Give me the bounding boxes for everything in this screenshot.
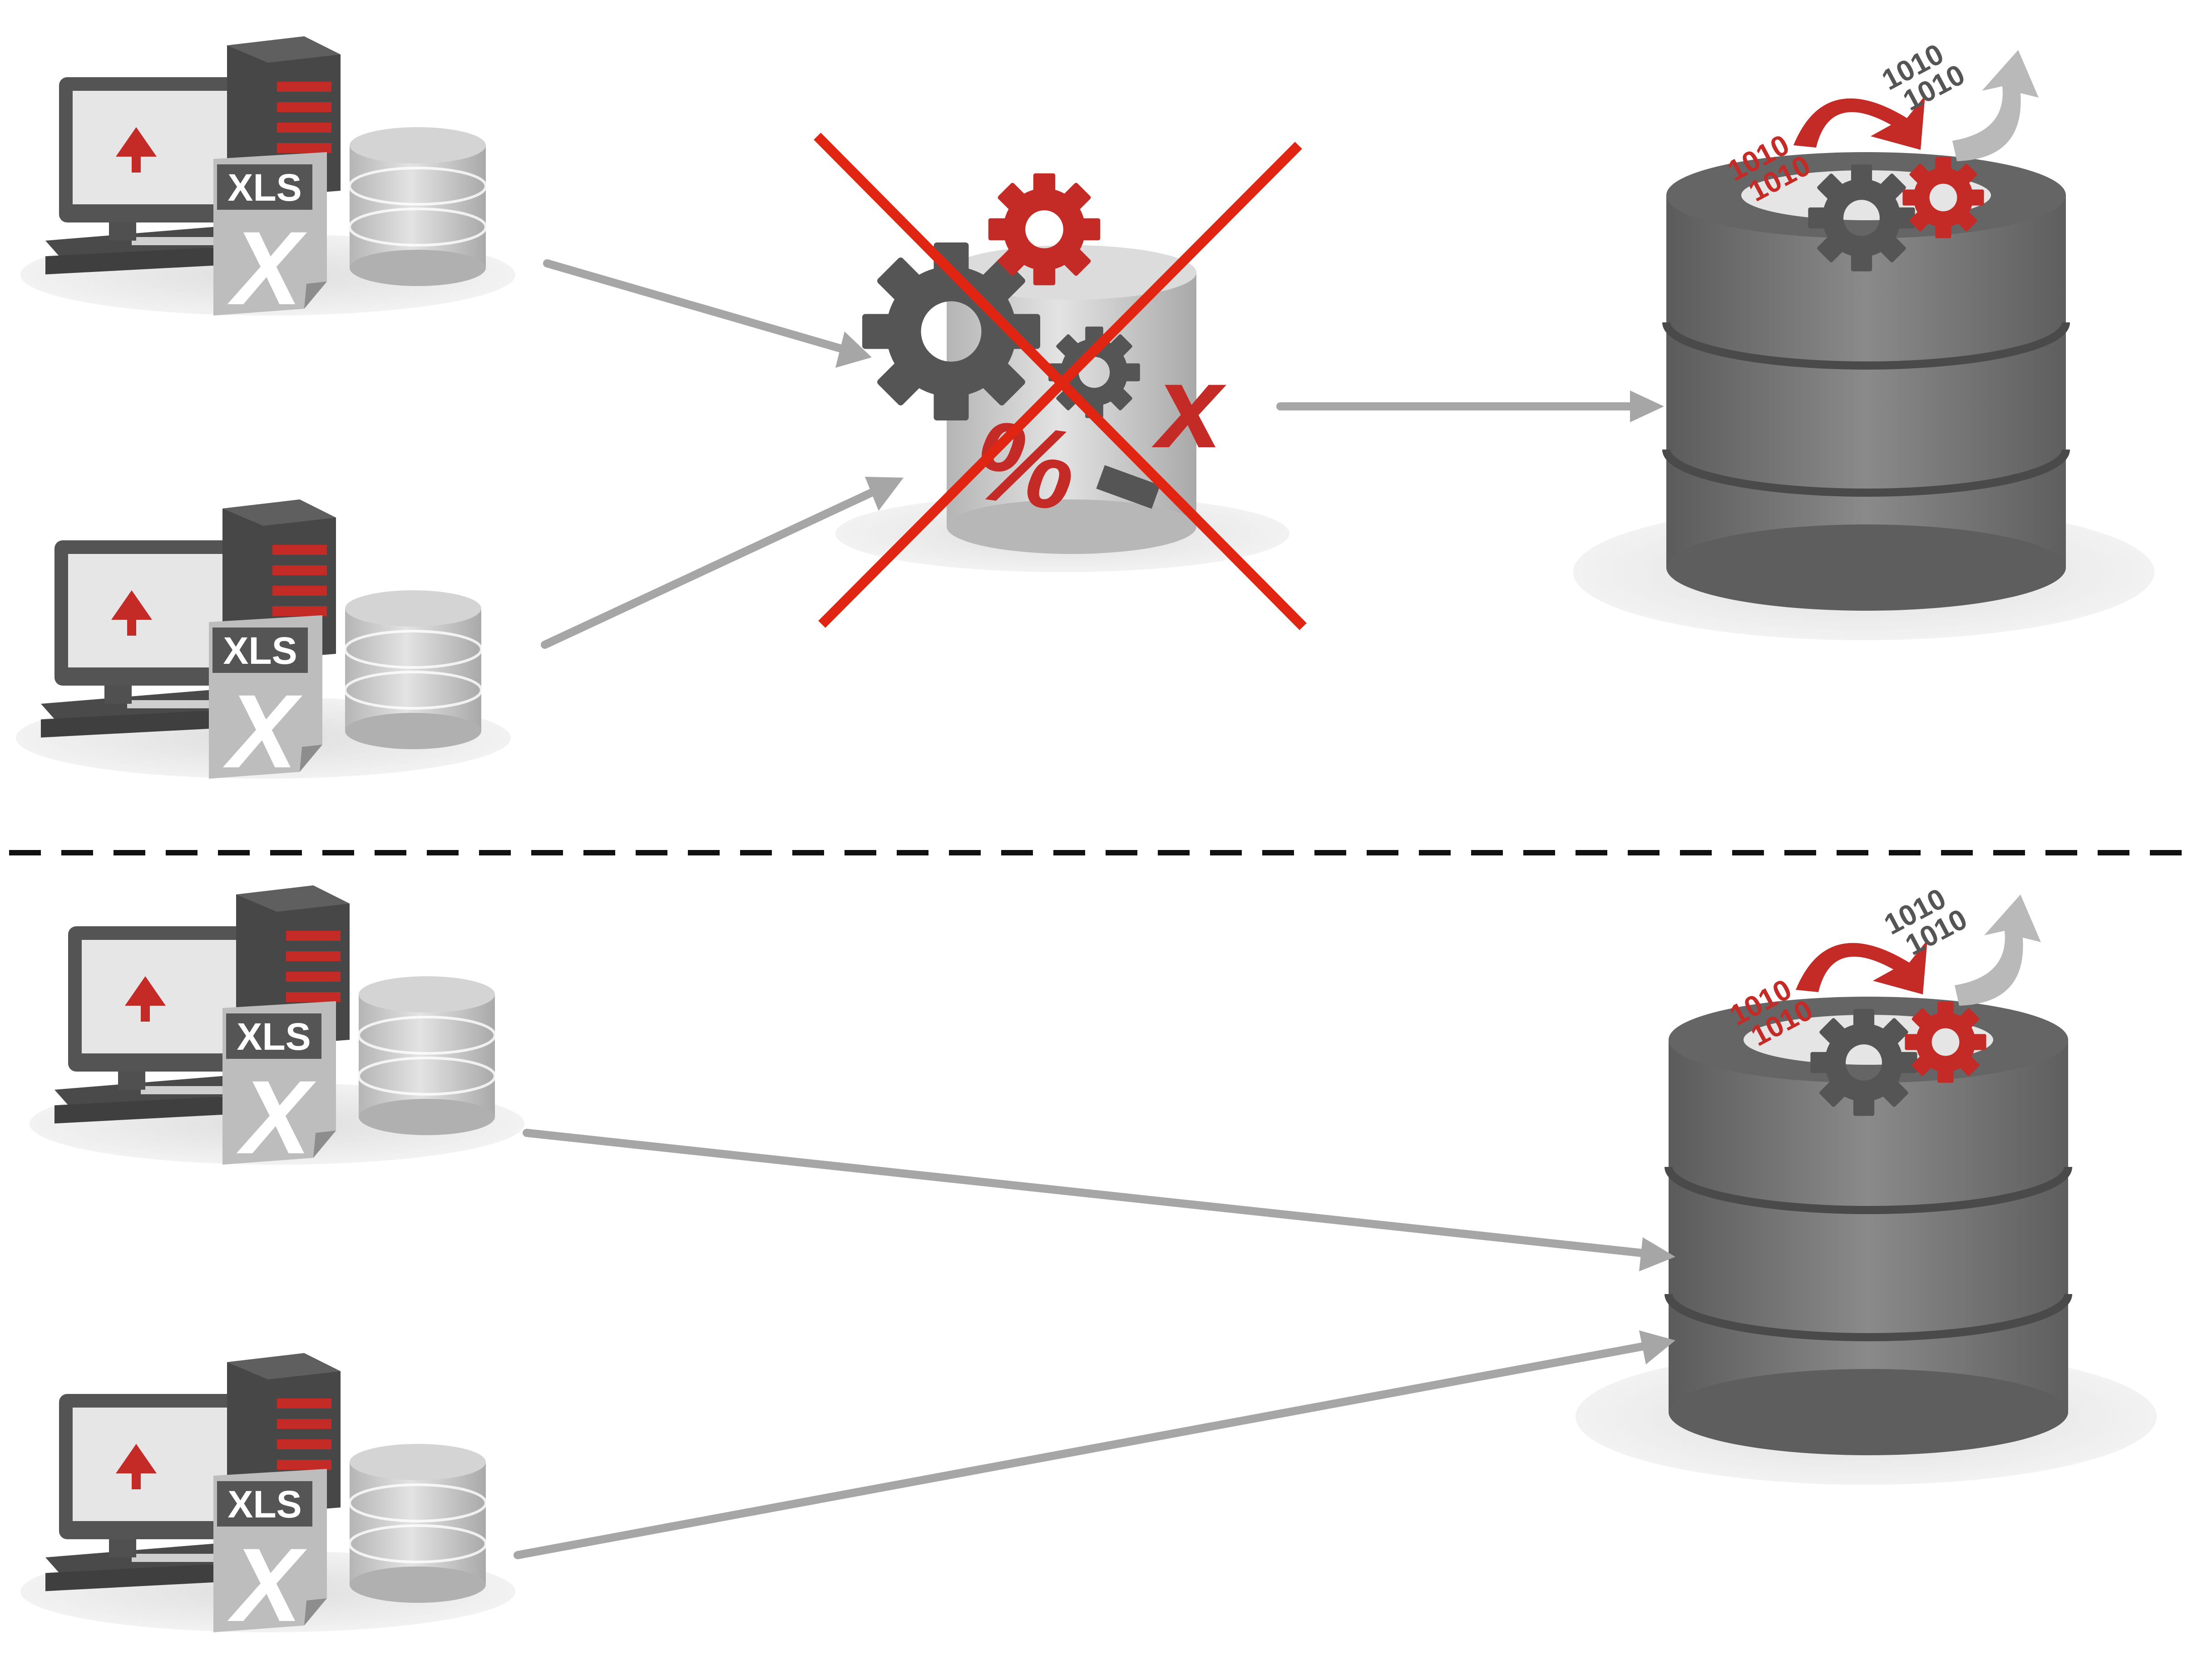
arrowhead (1639, 1237, 1675, 1271)
arrowhead (865, 477, 904, 511)
source-system-top-1 (20, 36, 515, 326)
gray-curved-arrow-icon (1952, 50, 2039, 161)
arrowhead (835, 331, 872, 368)
gray-curved-arrow-icon (1955, 894, 2041, 1006)
data-flow-arrows-top (541, 259, 1664, 649)
source-system-bottom-1 (30, 885, 524, 1176)
arrowhead (1630, 390, 1664, 422)
arrowhead (1639, 1330, 1675, 1364)
arrow-source1-to-staging (543, 259, 849, 354)
cross-out-mark (814, 133, 1307, 630)
arrow-source2-to-staging (541, 486, 880, 649)
target-database-top: 1010 1010 1010 1010 (1573, 37, 2154, 640)
red-curved-arrow-icon (1793, 95, 1925, 150)
staging-database: % x (835, 173, 1289, 572)
arrow-source3-to-target (523, 1129, 1648, 1257)
source-system-bottom-2 (20, 1353, 515, 1643)
red-curved-arrow-icon (1796, 940, 1927, 994)
target-database-bottom: 1010 1010 1010 1010 (1576, 882, 2157, 1485)
data-flow-arrows-bottom (514, 1129, 1675, 1559)
arrow-source4-to-target (514, 1342, 1648, 1559)
minus-symbol (1096, 465, 1161, 509)
source-system-top-2 (16, 499, 511, 790)
gear-icon (988, 173, 1101, 286)
multiply-symbol: x (1151, 341, 1227, 473)
